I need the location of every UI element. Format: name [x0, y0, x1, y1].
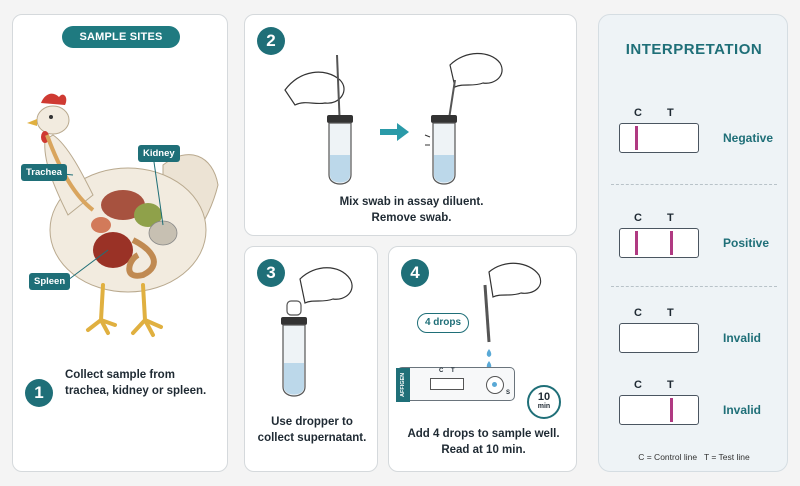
- step-1-caption-line: Collect sample from: [65, 369, 175, 381]
- control-line: [635, 231, 638, 255]
- cassette-brand: AFFIGEN: [396, 368, 410, 402]
- step-2-caption: Mix swab in assay diluent. Remove swab.: [245, 194, 578, 226]
- interpretation-title: INTERPRETATION: [625, 41, 763, 58]
- sample-well-fill: [492, 382, 497, 387]
- label-trachea: Trachea: [21, 164, 67, 181]
- interpretation-legend: C = Control line T = Test line: [638, 452, 750, 462]
- step-3-caption-line: Use dropper to: [271, 416, 353, 428]
- dropper-illustration: [281, 267, 353, 397]
- swab-mix-illustration: [284, 52, 503, 185]
- strip-c-label: C: [634, 212, 642, 224]
- timer-unit: min: [537, 403, 551, 410]
- strip-c-label: C: [634, 107, 642, 119]
- strip-t-label: T: [667, 212, 674, 224]
- label-spleen: Spleen: [29, 273, 71, 290]
- control-line: [635, 126, 638, 150]
- step-4-panel: 4 4 drops AFFIGEN C T S 10 min Add 4 dro…: [388, 246, 577, 472]
- step-1-caption-line: trachea, kidney or spleen.: [65, 385, 207, 397]
- cassette-window: [430, 378, 464, 390]
- step-4-caption-line: Read at 10 min.: [441, 444, 526, 456]
- step-1-caption: Collect sample from trachea, kidney or s…: [65, 367, 206, 399]
- row-divider: [611, 184, 777, 185]
- step-2-badge: 2: [257, 27, 285, 55]
- result-label: Invalid: [723, 403, 762, 417]
- chicken-illustration: [27, 93, 219, 337]
- step-2-caption-line: Mix swab in assay diluent.: [339, 196, 484, 208]
- drops-badge: 4 drops: [417, 313, 469, 333]
- cassette-c-label: C: [439, 368, 444, 374]
- row-divider: [611, 286, 777, 287]
- strip-t-label: T: [667, 379, 674, 391]
- test-line: [670, 398, 673, 422]
- sample-well: [486, 376, 504, 394]
- step-4-caption-line: Add 4 drops to sample well.: [407, 428, 560, 440]
- test-strip: [619, 323, 699, 353]
- result-label: Positive: [723, 236, 770, 250]
- step-4-badge: 4: [401, 259, 429, 287]
- test-cassette: AFFIGEN C T S: [396, 367, 515, 402]
- cassette-t-label: T: [451, 368, 455, 374]
- result-label: Negative: [723, 131, 774, 145]
- label-kidney: Kidney: [138, 145, 180, 162]
- step-1-badge: 1: [25, 379, 53, 407]
- step-3-panel: 3 Use dropper to collect supernatant.: [244, 246, 378, 472]
- strip-t-label: T: [667, 307, 674, 319]
- result-label: Invalid: [723, 331, 762, 345]
- timer-icon: 10 min: [527, 385, 561, 419]
- step-3-badge: 3: [257, 259, 285, 287]
- test-strip: [619, 123, 699, 153]
- cassette-s-label: S: [506, 390, 511, 396]
- sample-sites-title: SAMPLE SITES: [62, 26, 180, 48]
- strip-c-label: C: [634, 307, 642, 319]
- test-strip: [619, 395, 699, 425]
- step-3-caption-line: collect supernatant.: [257, 432, 367, 444]
- sample-sites-panel: SAMPLE SITES Trachea Kidney Spleen 1: [12, 14, 228, 472]
- test-line: [670, 231, 673, 255]
- step-2-panel: 2 Mix swab in assay diluent. Remove swab…: [244, 14, 577, 236]
- test-strip: [619, 228, 699, 258]
- timer-value: 10: [537, 391, 551, 403]
- strip-c-label: C: [634, 379, 642, 391]
- step-2-caption-line: Remove swab.: [371, 212, 452, 224]
- step-4-caption: Add 4 drops to sample well. Read at 10 m…: [389, 426, 578, 458]
- step-3-caption: Use dropper to collect supernatant.: [245, 414, 379, 446]
- strip-t-label: T: [667, 107, 674, 119]
